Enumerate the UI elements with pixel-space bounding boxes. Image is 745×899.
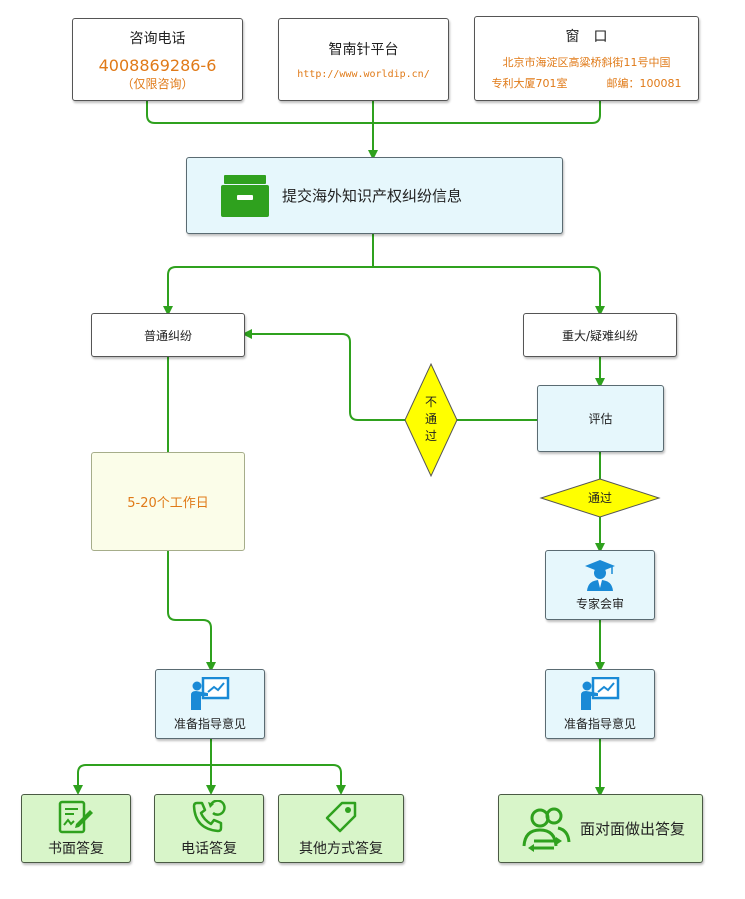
tag-icon — [325, 801, 357, 832]
reply-phone-box: 电话答复 — [154, 794, 264, 863]
inbox-tray-icon — [221, 174, 269, 217]
phone-callback-icon — [192, 799, 226, 832]
pass-label: 通过 — [587, 491, 612, 505]
document-sign-icon — [58, 800, 93, 833]
hotline-title: 咨询电话 — [129, 30, 186, 47]
presentation-icon — [191, 676, 230, 710]
window-address-line2: 专利大厦701室 — [491, 77, 568, 90]
reply-written-box: 书面答复 — [21, 794, 131, 863]
expert-box: 专家会审 — [545, 550, 655, 620]
major-box: 重大/疑难纠纷 — [523, 313, 677, 357]
fail-diamond — [404, 362, 458, 478]
window-address-line1: 北京市海淀区高粱桥斜街11号中国 — [502, 56, 671, 69]
platform-url[interactable]: http://www.worldip.cn/ — [297, 69, 430, 80]
duration-box: 5-20个工作日 — [91, 452, 245, 551]
reply-phone-label: 电话答复 — [181, 840, 237, 857]
guide-left-box: 准备指导意见 — [155, 669, 265, 739]
hotline-box: 咨询电话 4008869286-6 （仅限咨询） — [72, 18, 243, 101]
expert-label: 专家会审 — [575, 597, 624, 611]
window-postcode: 邮编：100081 — [606, 77, 682, 90]
fail-label-line: 通 — [424, 412, 437, 426]
platform-box: 智南针平台 http://www.worldip.cn/ — [278, 18, 449, 101]
fail-label: 不 通 过 — [421, 394, 441, 445]
reply-other-box: 其他方式答复 — [278, 794, 404, 863]
evaluate-label: 评估 — [588, 412, 613, 426]
reply-written-label: 书面答复 — [48, 840, 104, 857]
evaluate-box: 评估 — [537, 385, 664, 452]
hotline-number[interactable]: 4008869286-6 — [98, 55, 217, 75]
graduate-icon — [585, 560, 615, 591]
ordinary-box: 普通纠纷 — [91, 313, 245, 357]
submit-label: 提交海外知识产权纠纷信息 — [282, 187, 463, 205]
reply-face-label: 面对面做出答复 — [579, 820, 685, 838]
window-box: 窗 口 北京市海淀区高粱桥斜街11号中国 专利大厦701室 邮编：100081 — [474, 16, 699, 101]
platform-title: 智南针平台 — [328, 42, 399, 58]
people-icon — [522, 807, 571, 852]
guide-left-label: 准备指导意见 — [173, 716, 246, 731]
reply-face-box: 面对面做出答复 — [498, 794, 703, 863]
presentation-icon — [581, 676, 620, 710]
duration-label: 5-20个工作日 — [127, 496, 209, 511]
fail-label-line: 过 — [424, 429, 437, 443]
pass-diamond — [539, 478, 661, 518]
guide-right-box: 准备指导意见 — [545, 669, 655, 739]
guide-right-label: 准备指导意见 — [563, 716, 636, 731]
fail-label-line: 不 — [424, 395, 437, 409]
window-title: 窗 口 — [565, 29, 608, 45]
ordinary-label: 普通纠纷 — [143, 328, 192, 343]
reply-other-label: 其他方式答复 — [299, 840, 383, 857]
hotline-note: （仅限咨询） — [121, 76, 194, 91]
major-label: 重大/疑难纠纷 — [561, 328, 639, 343]
submit-box: 提交海外知识产权纠纷信息 — [186, 157, 563, 234]
